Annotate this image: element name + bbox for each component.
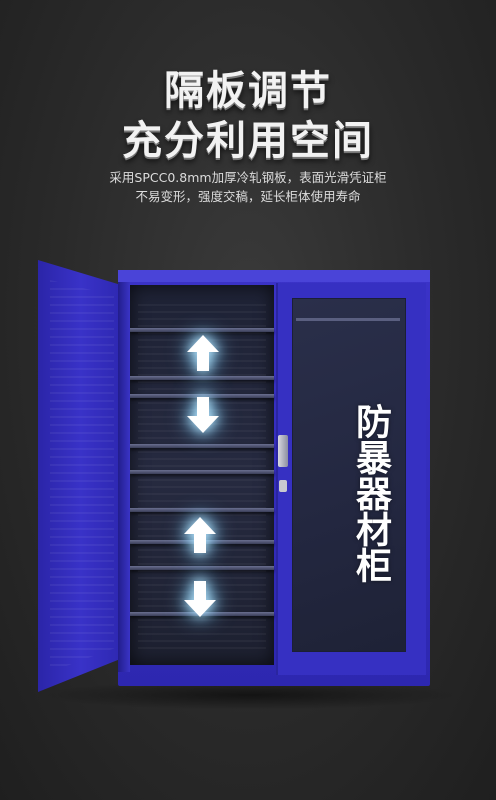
shelf xyxy=(130,394,274,398)
subtitle-line-1: 采用SPCC0.8mm加厚冷轧钢板，表面光滑凭证柜 xyxy=(109,170,387,185)
arrow-up-icon xyxy=(184,517,216,553)
arrow-down-icon xyxy=(184,581,216,617)
door-handle xyxy=(278,435,288,467)
headline-line-1: 隔板调节 xyxy=(164,68,332,114)
arrow-up-icon xyxy=(187,335,219,371)
subtitle-line-2: 不易变形，强度交稿，延长柜体使用寿命 xyxy=(135,189,361,204)
arrow-down-icon xyxy=(187,397,219,433)
shelf xyxy=(130,444,274,448)
shelf xyxy=(130,376,274,380)
cabinet-top-rim xyxy=(118,270,430,282)
shelf xyxy=(130,566,274,570)
right-door-glass xyxy=(292,298,406,652)
cabinet-label: 防暴器材柜 xyxy=(350,403,391,583)
shelf xyxy=(130,470,274,474)
left-door-open xyxy=(38,260,124,692)
left-door-glass xyxy=(50,280,114,672)
lock-icon xyxy=(279,480,287,492)
shelf xyxy=(130,328,274,332)
headline-line-2: 充分利用空间 xyxy=(122,118,374,164)
hanging-rod xyxy=(296,318,400,321)
shelf xyxy=(130,508,274,512)
left-door-frame xyxy=(118,282,130,672)
